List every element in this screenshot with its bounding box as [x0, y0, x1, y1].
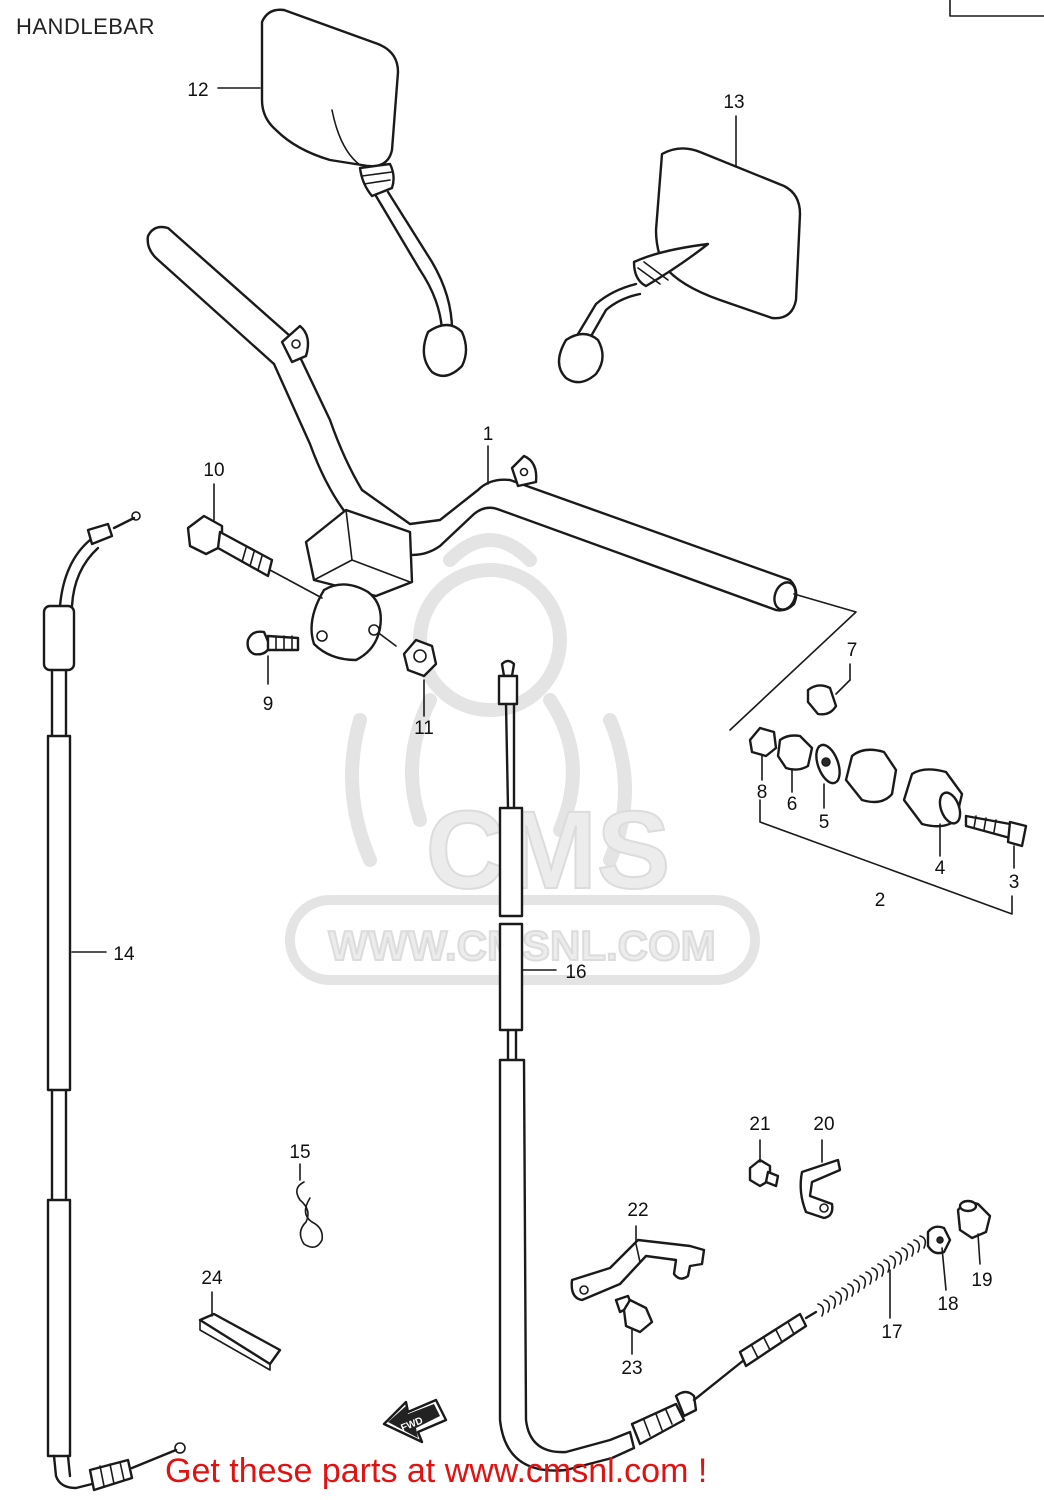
- callout-20: 20: [813, 1114, 834, 1135]
- bolt-21[interactable]: [748, 1158, 780, 1188]
- throttle-cable[interactable]: [42, 511, 186, 1492]
- callout-14: 14: [113, 944, 135, 965]
- callout-3: 3: [1009, 872, 1020, 893]
- callout-11: 11: [414, 718, 434, 739]
- fwd-arrow: FWD: [382, 1398, 448, 1444]
- callout-6: 6: [787, 794, 798, 815]
- clip-15[interactable]: [296, 1181, 324, 1248]
- nut-8: [748, 726, 778, 758]
- callout-22: 22: [627, 1200, 648, 1221]
- callout-8: 8: [757, 782, 768, 803]
- handlebar-holder[interactable]: [304, 508, 414, 662]
- bolt-9[interactable]: [246, 630, 300, 656]
- cable-adjuster[interactable]: [738, 1199, 992, 1368]
- callout-2: 2: [875, 890, 886, 911]
- pad-24[interactable]: [198, 1312, 282, 1371]
- nut-11[interactable]: [379, 633, 438, 678]
- bolt-10[interactable]: [186, 514, 323, 599]
- callout-21: 21: [749, 1114, 770, 1135]
- callout-19: 19: [971, 1270, 992, 1291]
- callout-17: 17: [881, 1322, 902, 1343]
- watermark-logo: CMS: [426, 789, 670, 912]
- mirror-left[interactable]: [260, 8, 468, 378]
- callout-15: 15: [289, 1142, 310, 1163]
- bracket-22[interactable]: [570, 1238, 706, 1302]
- clutch-cable[interactable]: [497, 659, 746, 1472]
- callout-24: 24: [201, 1268, 223, 1289]
- callout-10: 10: [203, 460, 224, 481]
- bracket-20[interactable]: [799, 1158, 842, 1220]
- callout-1: 1: [483, 424, 494, 445]
- callout-5: 5: [819, 812, 830, 833]
- screw-3: [964, 814, 1012, 840]
- callout-4: 4: [935, 858, 946, 879]
- frame-corner: [949, 0, 1044, 17]
- collar-7: [806, 684, 838, 716]
- mirror-right[interactable]: [557, 147, 802, 384]
- spacer-6: [776, 734, 814, 771]
- balancer-assembly[interactable]: [729, 593, 1028, 915]
- bolt-23[interactable]: [614, 1294, 654, 1334]
- callout-7: 7: [847, 640, 858, 661]
- callout-16: 16: [565, 962, 586, 983]
- leader-lines: [71, 87, 1015, 1355]
- balancer-weight-a: [844, 748, 898, 804]
- callout-18: 18: [937, 1294, 958, 1315]
- promo-link[interactable]: Get these parts at www.cmsnl.com !: [165, 1452, 708, 1490]
- cms-watermark: CMS WWW.CMSNL.COM: [285, 533, 760, 985]
- callout-23: 23: [621, 1358, 642, 1379]
- callouts: 1 2 3 4 5 6 7 8 9 10 11 12 13 14 15 16 1…: [113, 80, 1019, 1379]
- callout-13: 13: [723, 92, 744, 113]
- handlebar[interactable]: [146, 225, 800, 613]
- callout-9: 9: [263, 694, 274, 715]
- diagram-title: HANDLEBAR: [16, 14, 155, 39]
- callout-12: 12: [187, 80, 208, 101]
